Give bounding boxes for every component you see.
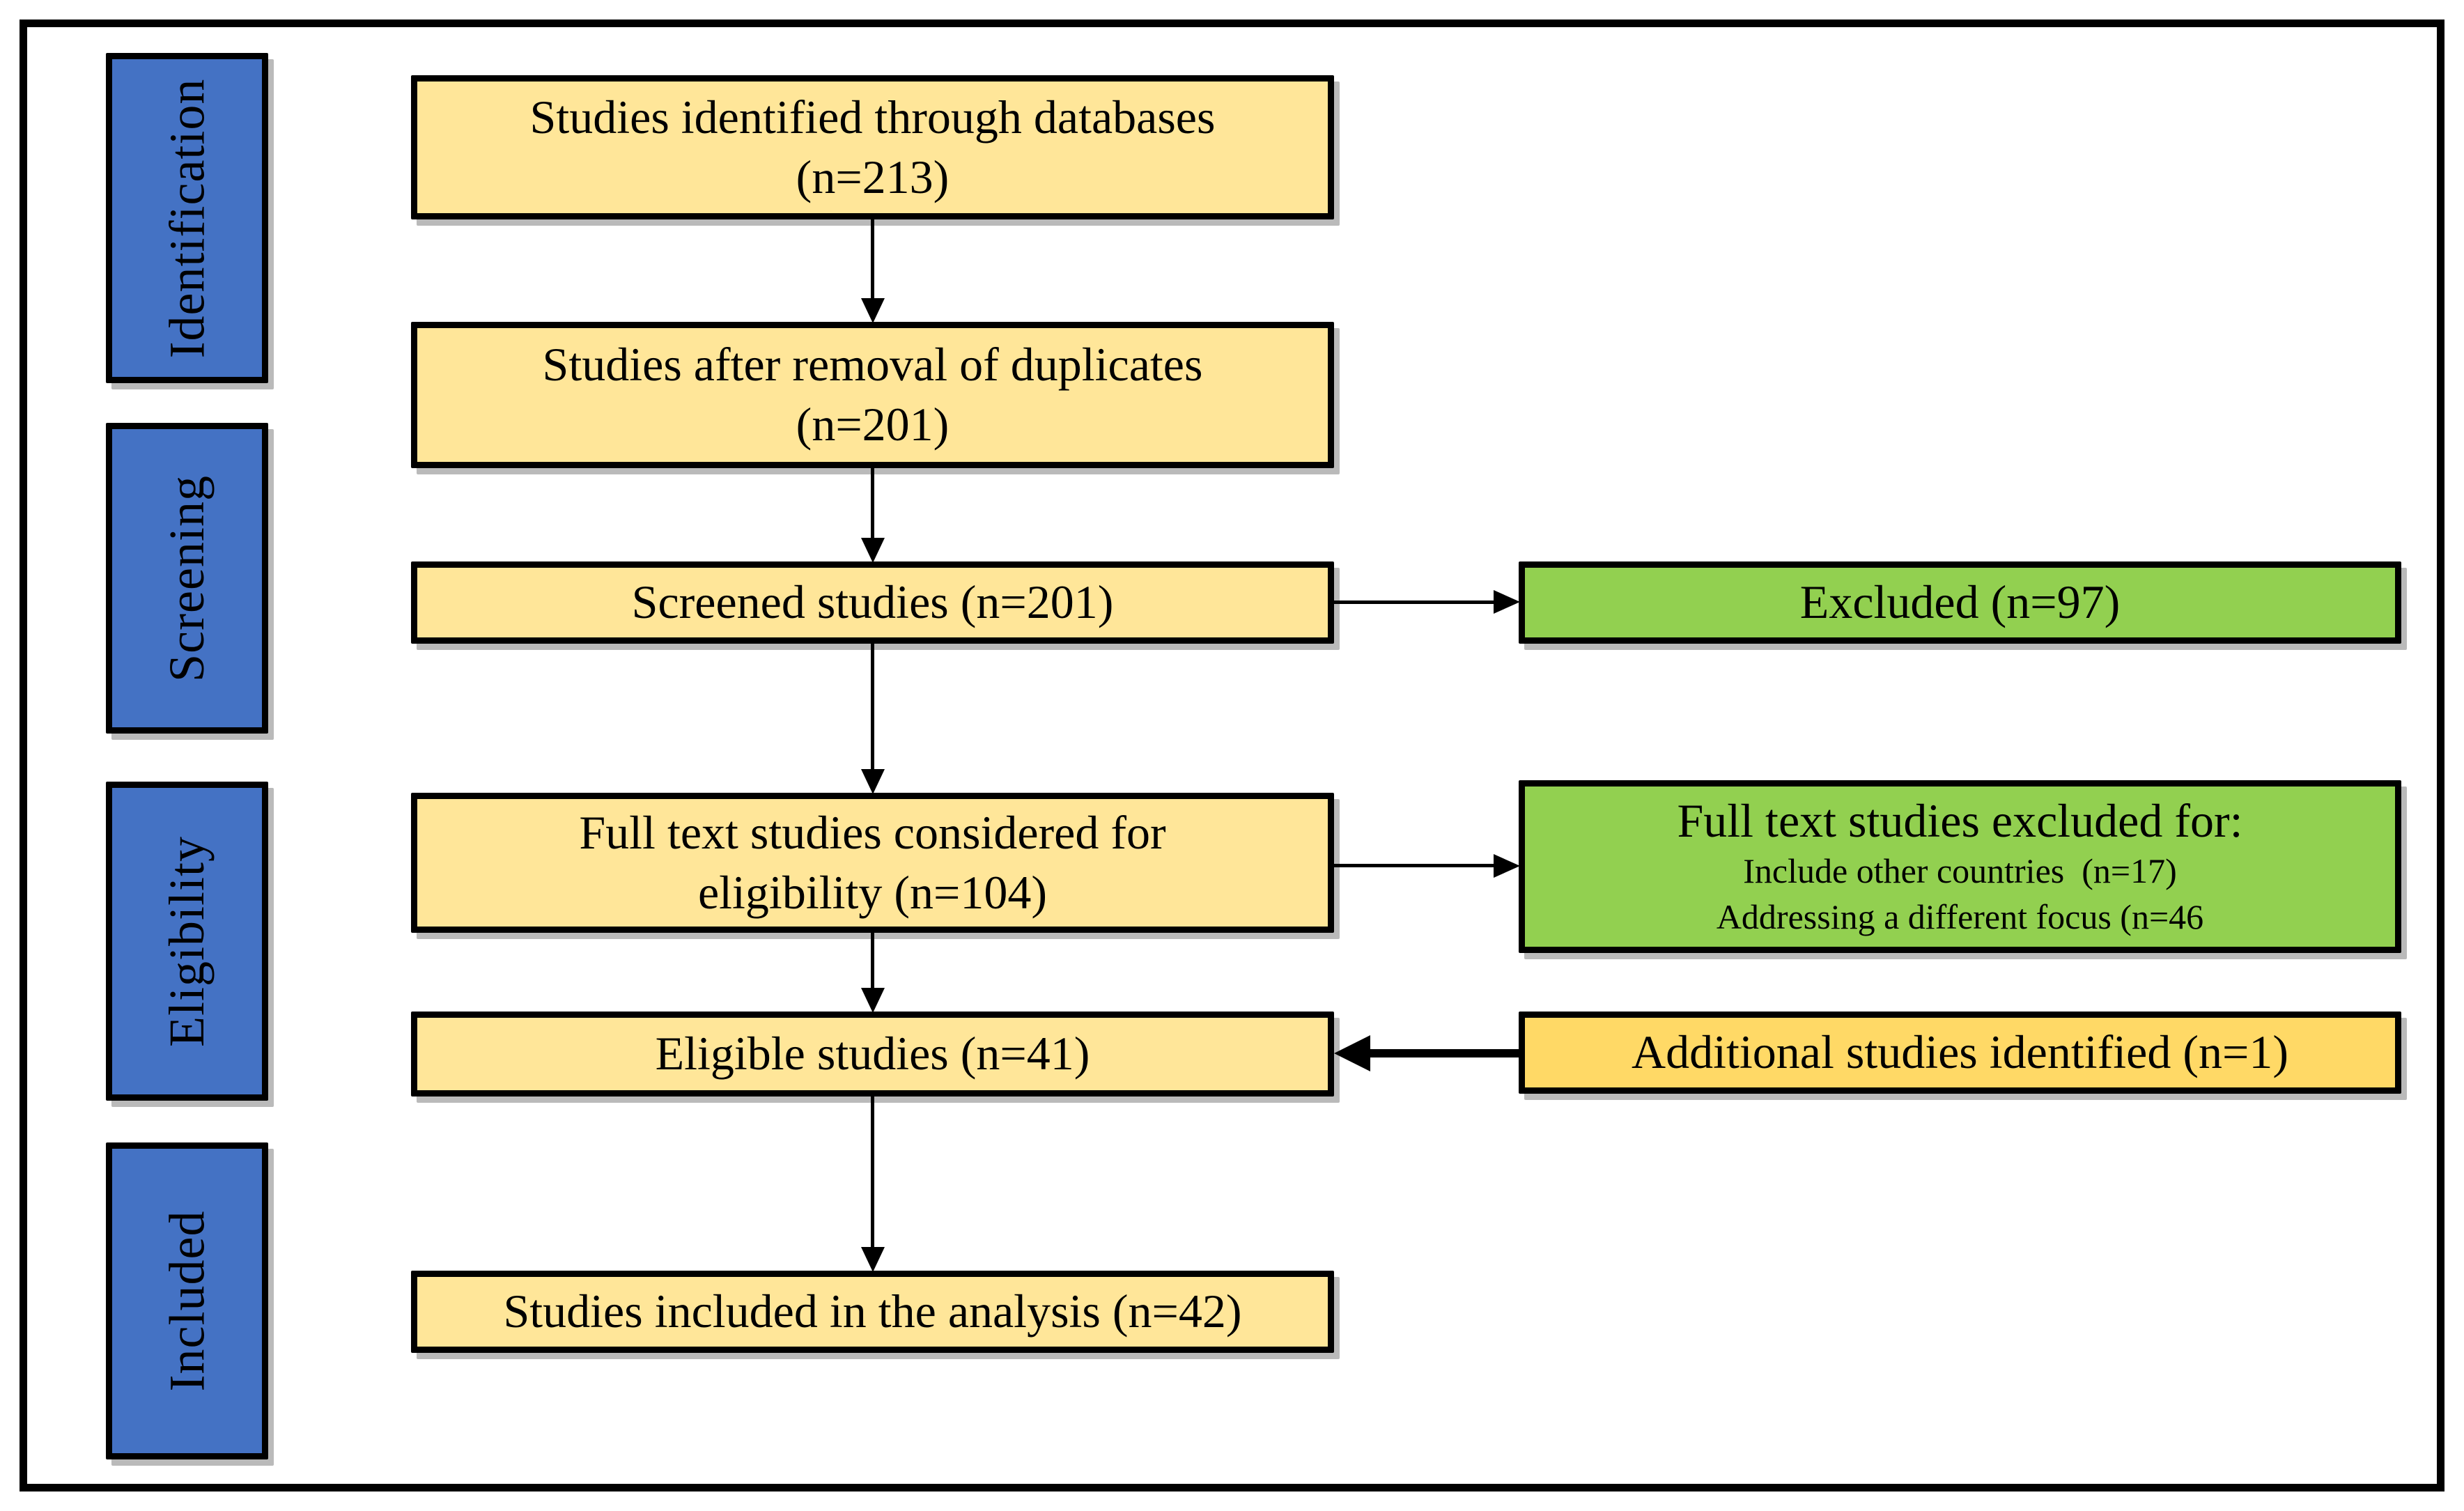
stage-included: Included	[106, 1142, 268, 1459]
down-arrow-icon	[861, 298, 885, 323]
right-arrow-line	[1334, 864, 1495, 867]
side-box-fulltext-excluded: Full text studies excluded for: Include …	[1519, 780, 2401, 953]
left-arrow-thick-icon	[1334, 1035, 1370, 1071]
right-arrow-icon	[1494, 590, 1520, 614]
down-arrow-icon	[861, 988, 885, 1013]
down-arrow-icon	[861, 1247, 885, 1272]
left-arrow-thick-line	[1367, 1049, 1519, 1057]
down-arrow-line	[871, 468, 874, 539]
stage-identification-label: Identification	[159, 78, 215, 358]
down-arrow-line	[871, 933, 874, 989]
right-arrow-line	[1334, 600, 1495, 604]
flow-box-included: Studies included in the analysis (n=42)	[411, 1271, 1334, 1353]
flow-box-screened: Screened studies (n=201)	[411, 561, 1334, 644]
fulltext-excluded-title: Full text studies excluded for:	[1677, 793, 2243, 847]
stage-eligibility-label: Eligibility	[159, 835, 215, 1047]
fulltext-excluded-reason-focus: Addressing a different focus (n=46	[1716, 897, 2204, 937]
down-arrow-line	[871, 644, 874, 770]
stage-screening-label: Screening	[159, 474, 215, 682]
down-arrow-icon	[861, 538, 885, 563]
flow-box-identified: Studies identified through databases (n=…	[411, 75, 1334, 219]
flow-box-fulltext: Full text studies considered for eligibi…	[411, 793, 1334, 933]
stage-included-label: Included	[159, 1210, 215, 1392]
stage-eligibility: Eligibility	[106, 782, 268, 1101]
side-box-excluded: Excluded (n=97)	[1519, 561, 2401, 644]
down-arrow-line	[871, 219, 874, 300]
right-arrow-icon	[1494, 854, 1520, 878]
diagram-border	[20, 20, 2444, 1491]
stage-identification: Identification	[106, 53, 268, 383]
flow-box-deduplicated: Studies after removal of duplicates (n=2…	[411, 322, 1334, 468]
stage-screening: Screening	[106, 423, 268, 734]
down-arrow-icon	[861, 769, 885, 794]
fulltext-excluded-reason-countries: Include other countries (n=17)	[1743, 851, 2177, 891]
side-box-additional: Additional studies identified (n=1)	[1519, 1012, 2401, 1094]
down-arrow-line	[871, 1097, 874, 1248]
flow-box-eligible: Eligible studies (n=41)	[411, 1012, 1334, 1097]
